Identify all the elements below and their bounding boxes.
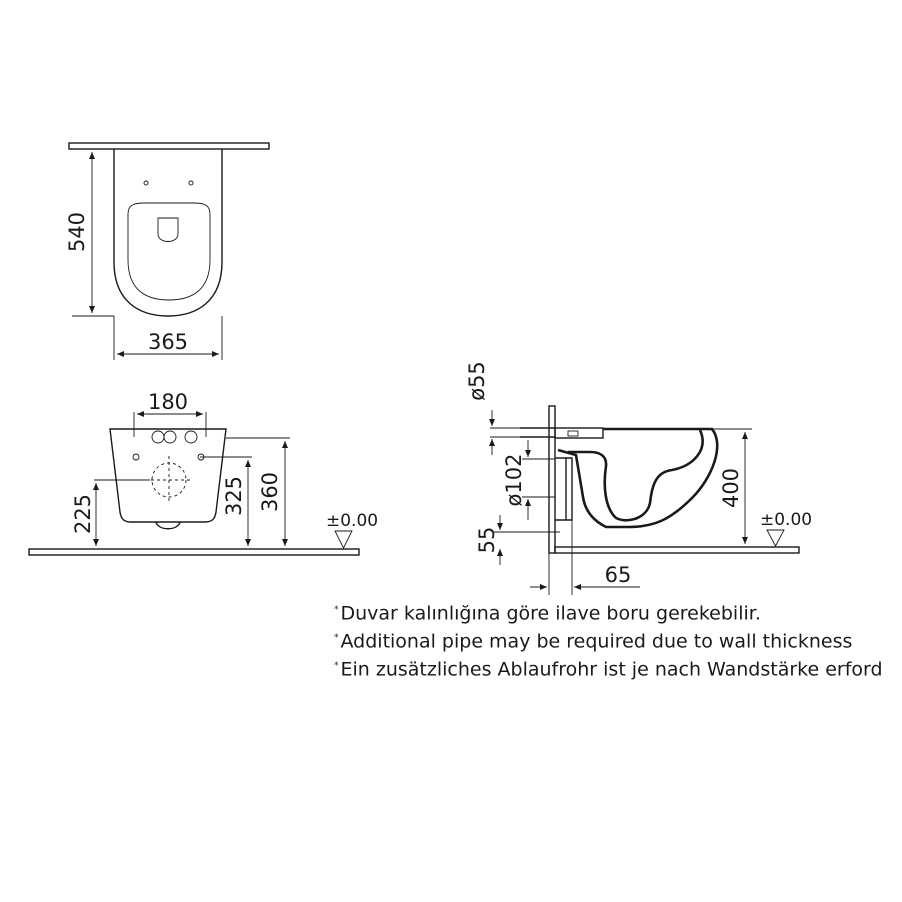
side-bowl-outline xyxy=(557,427,719,529)
side-floor-plate xyxy=(554,546,800,554)
top-bowl-inner xyxy=(127,202,211,301)
note-text: Additional pipe may be required due to w… xyxy=(340,630,853,653)
front-floor-plate xyxy=(28,548,360,556)
front-side-hole-left xyxy=(132,453,140,461)
side-bowl-inner xyxy=(568,429,704,522)
top-wall-plate xyxy=(68,142,270,150)
front-total-height-label: 360 xyxy=(258,472,282,512)
front-level-symbol xyxy=(334,530,353,550)
front-floor-level-label: ±0.00 xyxy=(326,511,378,531)
top-fixing-hole-left xyxy=(143,180,149,186)
side-wall xyxy=(548,405,556,554)
front-view: 180 225 325 360 ±0.00 xyxy=(28,390,378,556)
front-fixing-height-label: 325 xyxy=(222,476,246,516)
side-level-symbol xyxy=(766,529,785,547)
top-width-label: 365 xyxy=(148,330,188,354)
note-german: *Ein zusätzliches Ablaufrohr ist je nach… xyxy=(334,652,900,680)
side-wall-offset-label: 65 xyxy=(605,563,632,587)
note-text: Ein zusätzliches Ablaufrohr ist je nach … xyxy=(340,658,883,680)
side-inlet-diameter-label: ø55 xyxy=(465,361,489,401)
side-outlet-pipe xyxy=(555,457,573,521)
front-inlet-circle xyxy=(163,430,177,444)
side-outlet-height-label: 55 xyxy=(475,527,499,554)
note-english: *Additional pipe may be required due to … xyxy=(334,624,900,652)
top-outlet-shape xyxy=(157,217,179,242)
note-marker: * xyxy=(334,661,339,671)
note-marker: * xyxy=(334,605,339,615)
top-bowl-outline xyxy=(113,149,223,317)
side-inlet-pipe xyxy=(520,427,555,438)
front-fixing-hole-right xyxy=(184,430,198,444)
note-turkish: *Duvar kalınlığına göre ilave boru gerek… xyxy=(334,596,900,624)
note-text: Duvar kalınlığına göre ilave boru gereke… xyxy=(340,602,761,625)
front-fixing-hole-left xyxy=(151,430,165,444)
note-marker: * xyxy=(334,633,339,643)
side-outlet-diameter-label: ø102 xyxy=(502,454,526,507)
front-bowl-outline xyxy=(109,428,227,523)
front-outlet-spigot xyxy=(155,521,181,530)
top-view: 540 365 xyxy=(65,142,270,360)
front-outlet-height-label: 225 xyxy=(71,494,95,534)
front-fixing-spacing-label: 180 xyxy=(148,390,188,414)
side-rim-height-label: 400 xyxy=(719,468,743,508)
side-wall-bracket xyxy=(554,427,604,439)
side-view: ø55 ø102 55 65 400 ±0.00 xyxy=(465,361,812,595)
top-depth-label: 540 xyxy=(65,212,89,252)
top-fixing-hole-right xyxy=(188,180,194,186)
side-floor-level-label: ±0.00 xyxy=(760,510,812,530)
notes-block: *Duvar kalınlığına göre ilave boru gerek… xyxy=(334,596,900,680)
